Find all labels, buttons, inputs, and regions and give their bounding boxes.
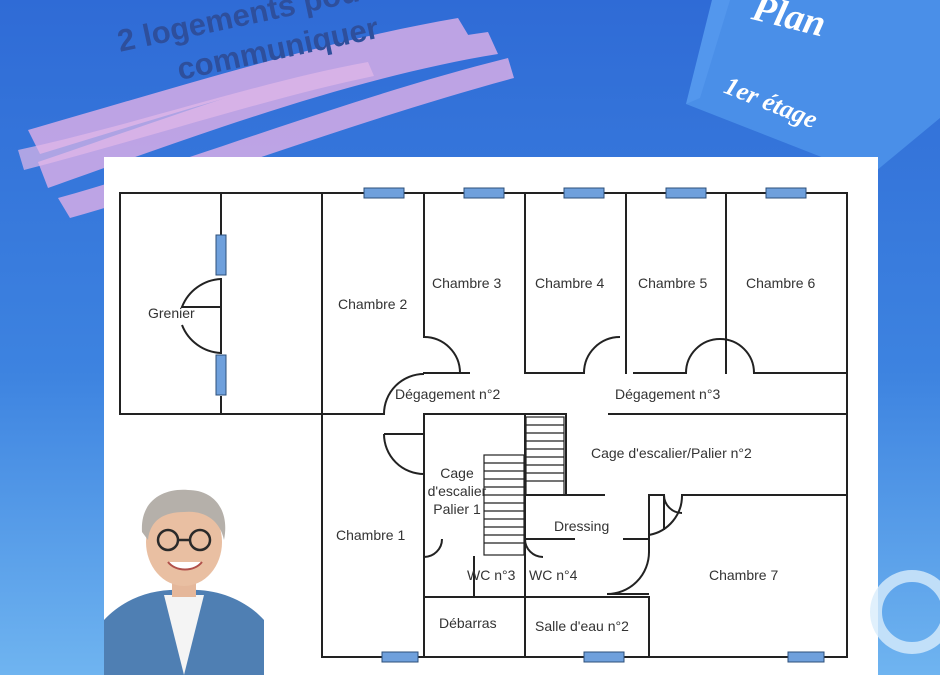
room-wc-3: WC n°3 — [467, 567, 516, 583]
tag-title: Plan — [748, 0, 830, 46]
room-cage-escalier-2: Cage d'escalier/Palier n°2 — [591, 445, 752, 461]
floor-plan — [119, 187, 848, 663]
room-degagement-2: Dégagement n°2 — [395, 386, 501, 402]
cage1-line-2: d'escalier — [427, 483, 487, 499]
room-dressing: Dressing — [554, 518, 610, 534]
room-chambre-5: Chambre 5 — [638, 275, 708, 291]
brush-stroke-banner — [18, 18, 514, 218]
cage1-line-3: Palier 1 — [433, 501, 481, 517]
room-chambre-1: Chambre 1 — [336, 527, 406, 543]
room-salle-eau-2: Salle d'eau n°2 — [535, 618, 629, 634]
room-grenier: Grenier — [148, 305, 195, 321]
room-chambre-4: Chambre 4 — [535, 275, 605, 291]
agent-portrait — [104, 470, 264, 675]
room-cage-escalier-1: Cage d'escalier Palier 1 — [424, 464, 490, 518]
room-degagement-3: Dégagement n°3 — [615, 386, 721, 402]
room-chambre-3: Chambre 3 — [432, 275, 502, 291]
cage1-line-1: Cage — [440, 465, 474, 481]
decorative-ring — [870, 570, 940, 654]
room-wc-4: WC n°4 — [529, 567, 578, 583]
tag-subtitle: 1er étage — [720, 70, 822, 135]
room-chambre-6: Chambre 6 — [746, 275, 816, 291]
room-debarras: Débarras — [439, 615, 497, 631]
room-chambre-2: Chambre 2 — [338, 296, 408, 312]
room-chambre-7: Chambre 7 — [709, 567, 779, 583]
